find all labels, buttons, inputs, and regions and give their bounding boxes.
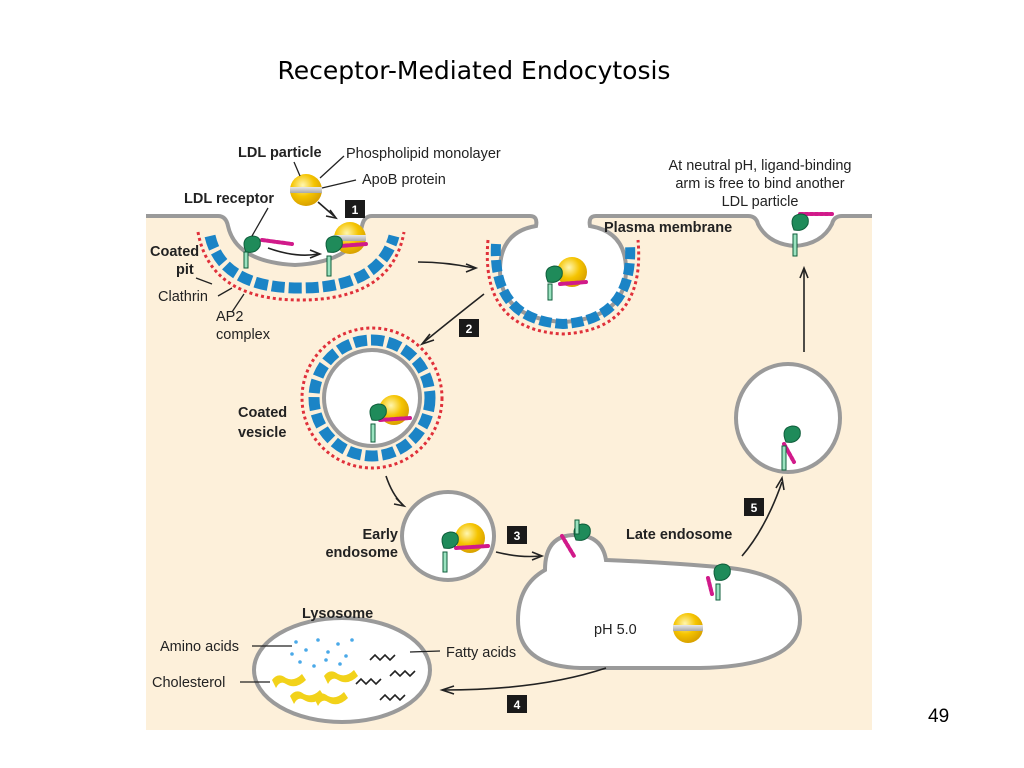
ap2-label-line2: complex bbox=[216, 327, 271, 343]
step-badges: 1 2 3 4 5 bbox=[345, 200, 764, 713]
page-number: 49 bbox=[928, 706, 950, 727]
cholesterol-label: Cholesterol bbox=[152, 675, 225, 691]
lysosome-label: Lysosome bbox=[302, 606, 373, 622]
late-endosome-label: Late endosome bbox=[626, 527, 732, 543]
slide-title: Receptor-Mediated Endocytosis bbox=[277, 56, 671, 85]
ap2-label-line1: AP2 bbox=[216, 309, 243, 325]
ap2-layer-deep-pit bbox=[490, 243, 636, 330]
phospholipid-monolayer-label: Phospholipid monolayer bbox=[346, 146, 501, 162]
ldl-particle-free bbox=[290, 174, 322, 206]
step-5-label: 5 bbox=[751, 501, 758, 515]
fatty-acids-label: Fatty acids bbox=[446, 645, 516, 661]
recycling-vesicle bbox=[734, 362, 842, 474]
fatty-acid-chains bbox=[355, 653, 416, 702]
coated-vesicle-label-line2: vesicle bbox=[238, 425, 286, 441]
coated-pit-label-line2: pit bbox=[176, 262, 194, 278]
step-2-label: 2 bbox=[466, 322, 473, 336]
ap2-layer-pit bbox=[204, 234, 400, 294]
early-endosome-label-line1: Early bbox=[363, 527, 398, 543]
early-endosome-label-line2: endosome bbox=[325, 545, 398, 561]
neutral-ph-label-line2: arm is free to bind another bbox=[675, 176, 844, 192]
clathrin-coat-pit bbox=[196, 231, 406, 302]
leader-lines bbox=[195, 155, 441, 683]
neutral-ph-label-line3: LDL particle bbox=[722, 194, 799, 210]
step-3-label: 3 bbox=[514, 529, 521, 543]
step-1-label: 1 bbox=[352, 203, 359, 217]
lysosome bbox=[252, 616, 432, 724]
diagram-labels: LDL particle Phospholipid monolayer ApoB… bbox=[150, 145, 851, 691]
amino-acids-label: Amino acids bbox=[160, 639, 239, 655]
amino-acid-dots bbox=[290, 638, 354, 668]
clathrin-coat-deep-pit bbox=[485, 239, 641, 336]
ldl-particle-label: LDL particle bbox=[238, 145, 322, 161]
apob-chains bbox=[260, 212, 834, 596]
deep-coated-pit bbox=[485, 239, 641, 336]
pathway-arrows bbox=[267, 201, 809, 695]
apob-protein-label: ApoB protein bbox=[362, 172, 446, 188]
ldl-receptors bbox=[243, 213, 809, 601]
ldl-particle-late-endosome bbox=[673, 613, 703, 643]
ldl-particle-deep-pit bbox=[557, 257, 587, 287]
ldl-receptor-label: LDL receptor bbox=[184, 191, 274, 207]
step-4-label: 4 bbox=[514, 698, 521, 712]
coated-pit-label-line1: Coated bbox=[150, 244, 199, 260]
cholesterol-molecules bbox=[272, 670, 358, 706]
coated-pit bbox=[196, 231, 406, 302]
plasma-membrane-label: Plasma membrane bbox=[604, 220, 732, 236]
ph-value-label: pH 5.0 bbox=[594, 622, 637, 638]
clathrin-label: Clathrin bbox=[158, 289, 208, 305]
neutral-ph-label-line1: At neutral pH, ligand-binding bbox=[669, 158, 852, 174]
extracellular-space bbox=[146, 120, 872, 216]
coated-vesicle-label-line1: Coated bbox=[238, 405, 287, 421]
